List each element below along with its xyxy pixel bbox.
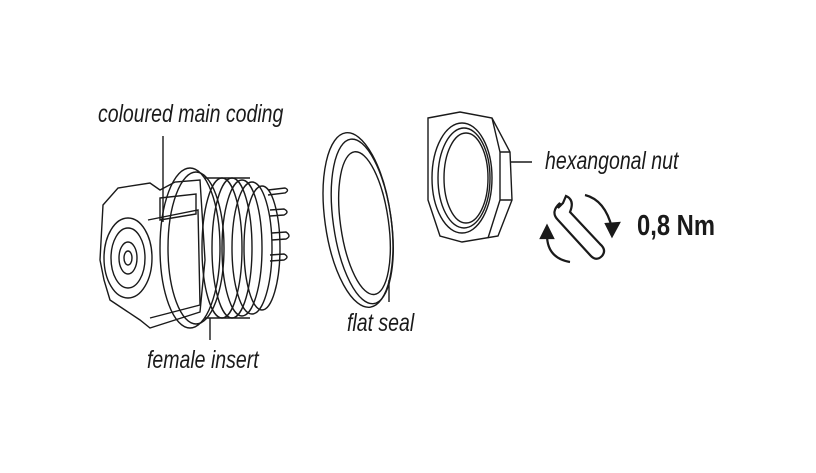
female-insert-drawing [99,136,290,340]
torque-value: 0,8 Nm [637,210,715,242]
label-flat-seal: flat seal [347,309,415,337]
hex-nut-drawing [427,111,532,243]
label-coloured-main-coding: coloured main coding [98,100,284,128]
label-female-insert: female insert [147,346,259,374]
wrench-rotation-icon [539,193,621,264]
flat-seal-drawing [322,132,394,308]
label-hexangonal-nut: hexangonal nut [545,147,679,175]
